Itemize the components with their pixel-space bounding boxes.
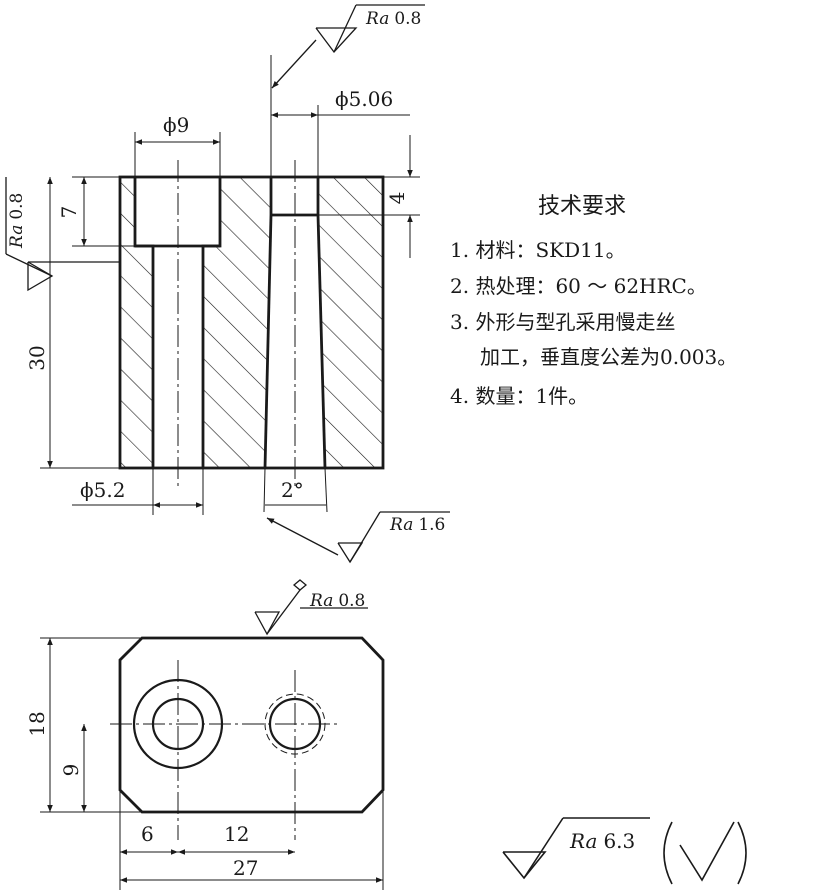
tech-requirements-title: 技术要求 [538,194,626,219]
dim-phi5-06-label: ϕ5.06 [335,87,393,111]
roughness-symbol-general [502,817,650,880]
roughness-symbol-plan [254,579,368,636]
dim-7-label: 7 [57,206,81,219]
tech-req-item-3: 3. 外形与型孔采用慢走丝 [450,310,675,334]
dim-taper-angle-label: 2° [281,478,304,502]
section-view: ϕ9 ϕ5.06 4 7 30 [5,4,450,564]
dim-30-label: 30 [25,345,49,370]
center-lines [177,160,296,490]
dim-phi5-2-label: ϕ5.2 [80,478,125,502]
dim-18 [40,637,142,813]
section-outline [118,175,385,470]
tapered-hole [264,693,326,755]
dim-18-label: 18 [25,711,49,736]
tech-req-item-4: 4. 数量：1件。 [450,384,588,408]
dim-6-12 [119,790,384,890]
check-symbol-bracketed [663,821,747,885]
plan-outline [118,636,385,814]
roughness-symbol-left [5,177,120,292]
hatched-material [120,177,383,468]
dim-27-label: 27 [233,856,258,880]
dim-phi9-label: ϕ9 [163,113,189,137]
counterbore-hole [132,678,224,770]
tech-req-item-3-cont: 加工，垂直度公差为0.003。 [480,345,737,369]
tech-req-item-2: 2. 热处理：60 ～ 62HRC。 [450,274,707,298]
dim-4-label: 4 [385,192,409,205]
tech-requirements: 技术要求 1. 材料：SKD11。 2. 热处理：60 ～ 62HRC。 3. … [450,194,737,408]
dim-4 [318,135,420,258]
dim-12-label: 12 [224,822,249,846]
roughness-symbol-taper [266,511,450,564]
dim-9-label: 9 [59,764,83,777]
dim-phi5-06 [270,55,410,177]
dim-phi9 [134,132,221,177]
dim-30 [40,177,120,469]
dim-phi5-2 [72,468,204,515]
dim-6-label: 6 [141,822,154,846]
roughness-symbol-top [271,4,425,89]
dim-taper-angle [263,467,328,513]
roughness-left-label: Ra0.8 [7,193,27,249]
tech-req-item-1: 1. 材料：SKD11。 [450,238,626,262]
dim-7 [72,176,135,247]
